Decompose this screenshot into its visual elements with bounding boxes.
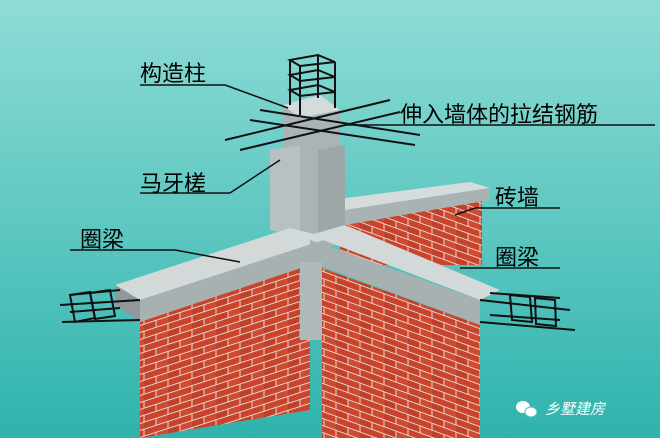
label-toothed-joint: 马牙槎 [140, 172, 207, 197]
wechat-icon [516, 401, 538, 418]
back-ring-beam-face [345, 188, 490, 225]
label-ring-beam-right: 圈梁 [495, 246, 540, 271]
label-tie-bars: 伸入墙体的拉结钢筋 [400, 103, 599, 128]
rebar-cage-left [59, 288, 141, 324]
column-top [283, 95, 340, 118]
left-ring-beam-face [140, 238, 330, 322]
label-ring-beam-left: 圈梁 [80, 228, 125, 253]
right-ring-beam-face [310, 240, 480, 325]
right-brick-wall [322, 268, 480, 438]
column-lower [300, 262, 322, 340]
toothed-joint [270, 145, 300, 235]
watermark: 乡墅建房 [545, 400, 606, 418]
rebar-cage-top [287, 53, 336, 115]
back-ring-beam-top [330, 182, 490, 210]
leader-lines [70, 84, 655, 269]
toothed-joint-right [318, 145, 345, 240]
label-brick-wall: 砖墙 [495, 186, 540, 211]
left-brick-wall [140, 265, 310, 438]
right-ring-beam-top [310, 225, 500, 300]
rebar-cage-right [479, 292, 576, 331]
label-column: 构造柱 [140, 62, 207, 87]
left-ring-beam-top [115, 228, 330, 300]
tie-bars [224, 99, 421, 151]
